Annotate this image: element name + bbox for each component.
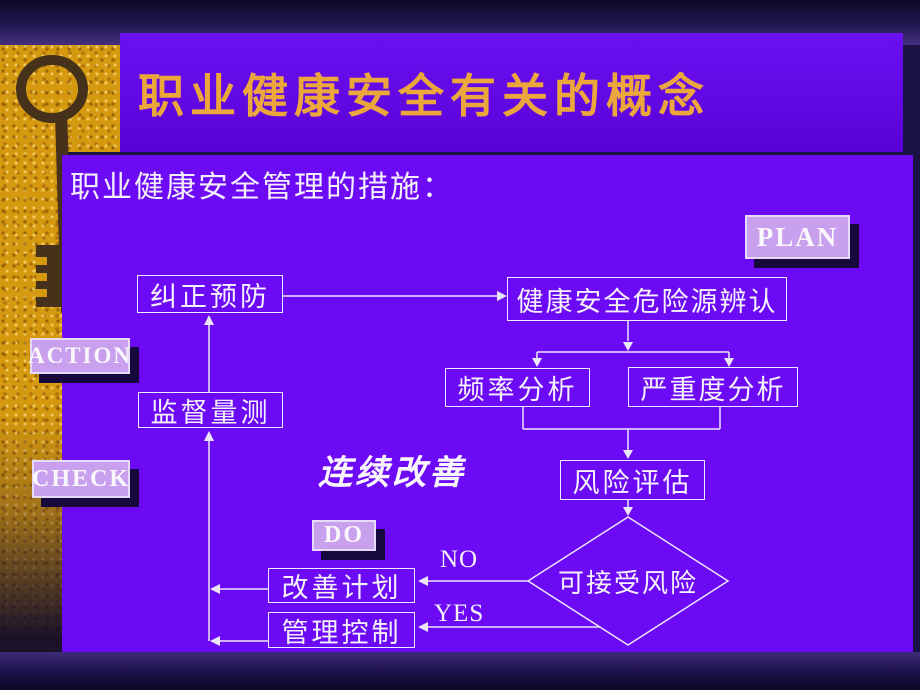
pdca-label-text: PLAN <box>756 221 839 252</box>
node-monitoring-measurement: 监督量测 <box>138 392 283 428</box>
node-label: 纠正预防 <box>150 281 270 312</box>
node-label: 管理控制 <box>281 617 402 648</box>
node-improvement-plan: 改善计划 <box>268 568 415 603</box>
continuous-improvement-label: 连续改善 <box>318 454 466 492</box>
pdca-check-label: CHECK <box>32 460 130 498</box>
pdca-label-text: DO <box>324 522 364 548</box>
node-label: 风险评估 <box>572 467 693 498</box>
slide-subtitle: 职业健康安全管理的措施： <box>70 171 454 204</box>
node-label: 可接受风险 <box>557 568 698 598</box>
node-acceptable-risk-decision: 可接受风险 <box>533 564 723 598</box>
pdca-do-label: DO <box>312 520 376 551</box>
decision-yes-label: YES <box>434 600 485 627</box>
node-frequency-analysis: 频率分析 <box>445 368 590 407</box>
node-corrective-prevention: 纠正预防 <box>137 275 283 313</box>
node-label: 健康安全危险源辨认 <box>516 286 778 317</box>
gold-sidebar-strip <box>0 152 62 652</box>
pdca-action-label: ACTION <box>28 338 133 374</box>
bottom-gradient-band <box>0 652 920 690</box>
node-label: 监督量测 <box>150 397 271 428</box>
pdca-label-text: ACTION <box>28 343 133 368</box>
node-risk-assessment: 风险评估 <box>560 460 705 500</box>
node-label: 频率分析 <box>457 375 578 405</box>
title-bar: 职业健康安全有关的概念 <box>120 33 903 152</box>
slide-title: 职业健康安全有关的概念 <box>138 70 710 122</box>
node-hazard-identification: 健康安全危险源辨认 <box>507 277 787 321</box>
node-label: 改善计划 <box>281 573 402 603</box>
pdca-plan-label: PLAN <box>745 215 850 259</box>
node-severity-analysis: 严重度分析 <box>628 367 798 407</box>
pdca-label-text: CHECK <box>32 465 131 492</box>
node-label: 严重度分析 <box>640 374 786 405</box>
decision-no-label: NO <box>440 546 479 573</box>
node-management-control: 管理控制 <box>268 612 415 648</box>
